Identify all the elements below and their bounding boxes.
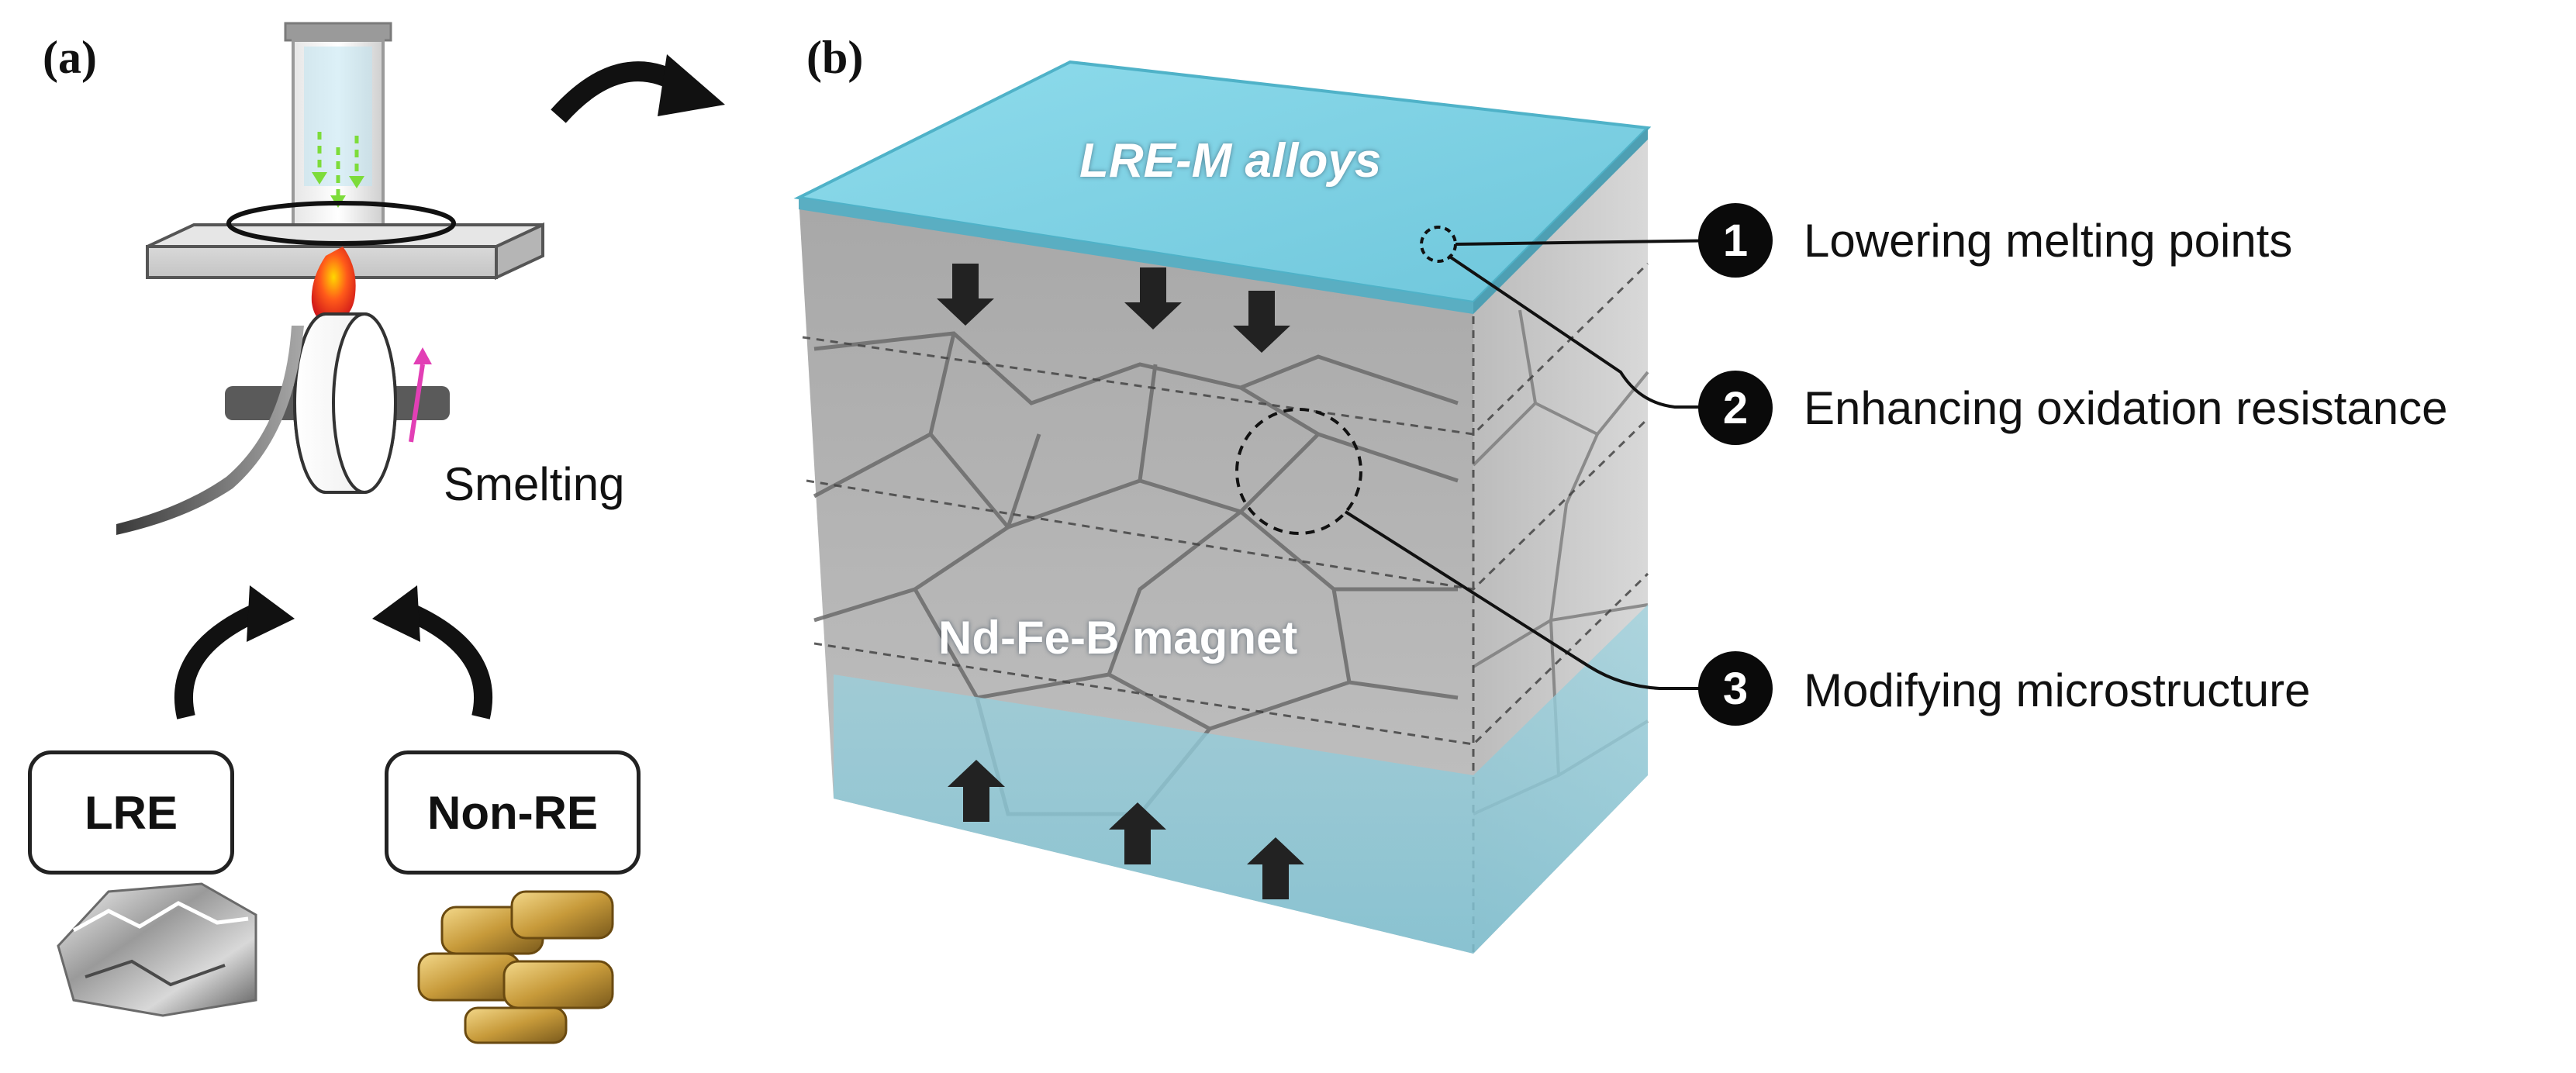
non-re-metal-sample <box>417 890 614 1044</box>
effect-text-3: Modifying microstructure <box>1804 664 2311 716</box>
effect-text-1: Lowering melting points <box>1804 215 2293 267</box>
input-arrows <box>174 585 493 719</box>
lre-box: LRE <box>28 750 234 875</box>
non-re-box: Non-RE <box>385 750 641 875</box>
effect-badge-1: 1 <box>1698 203 1773 278</box>
panel-b-label: (b) <box>806 32 864 83</box>
cooling-wheel <box>225 312 450 494</box>
callout-circle-2 <box>1235 408 1362 535</box>
crucible-nozzle <box>284 22 392 273</box>
ribbon <box>116 326 304 535</box>
effect-text-2: Enhancing oxidation resistance <box>1804 382 2448 434</box>
alloy-layer-label: LRE-M alloys <box>1079 134 1382 188</box>
magnet-blue-layer <box>834 605 1648 954</box>
smelting-label: Smelting <box>444 458 625 510</box>
induction-plate <box>146 201 544 281</box>
callout-leaders <box>1344 239 1730 690</box>
non-re-label: Non-RE <box>427 786 598 839</box>
lre-label: LRE <box>85 786 178 839</box>
alloy-layer <box>793 60 1652 314</box>
diffusion-arrows-up <box>948 760 1304 899</box>
transition-arrow <box>551 54 725 123</box>
diffusion-arrows-down <box>937 264 1290 353</box>
panel-a-label: (a) <box>43 32 97 83</box>
melt-stream <box>311 247 356 323</box>
effect-badge-3: 3 <box>1698 651 1773 726</box>
lre-metal-sample <box>57 882 257 1017</box>
effect-badge-2: 2 <box>1698 371 1773 445</box>
magnet-label: Nd-Fe-B magnet <box>938 612 1298 664</box>
